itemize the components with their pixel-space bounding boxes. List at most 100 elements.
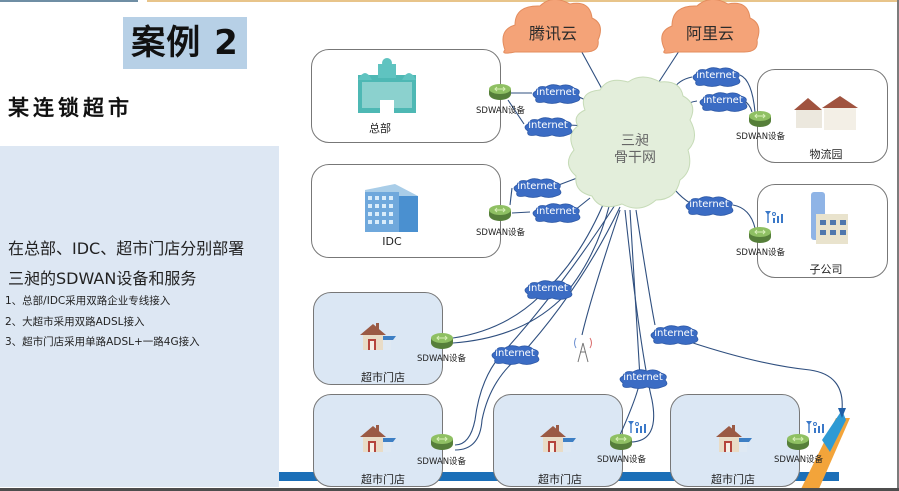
tencent-cloud-shape	[502, 0, 601, 54]
subtitle: 某连锁超市	[8, 96, 133, 120]
description-item-2: 2、大超市采用双路ADSL接入	[5, 316, 145, 328]
site-subsidiary-label: 子公司	[809, 263, 843, 276]
frame-border-right	[897, 0, 899, 491]
internet-label: internet	[517, 181, 557, 192]
store-house-icon	[714, 424, 754, 454]
internet-cloud-icon	[699, 92, 748, 112]
internet-label: internet	[703, 95, 743, 106]
internet-label: internet	[623, 372, 663, 383]
internet-label: internet	[696, 70, 736, 81]
sdwan-router-icon	[430, 433, 454, 451]
site-hq-label: 总部	[369, 122, 391, 135]
hq-building-icon	[358, 58, 416, 113]
internet-cloud: internet	[530, 84, 582, 104]
site-store-1-label: 超市门店	[361, 371, 405, 384]
description-line-1: 在总部、IDC、超市门店分别部署	[8, 239, 245, 258]
site-store-3-label: 超市门店	[538, 473, 582, 486]
internet-cloud: internet	[522, 117, 574, 137]
store-house-icon	[538, 424, 578, 454]
link-backbone-store4-inet	[635, 209, 656, 326]
aliyun-cloud-shape	[661, 0, 760, 54]
internet-label: internet	[536, 206, 576, 217]
internet-cloud-icon	[685, 196, 734, 216]
link-idc-inet1	[509, 187, 513, 206]
link-store3-inet	[619, 209, 641, 436]
internet-label: internet	[689, 199, 729, 210]
link-backbone-sub-inet	[674, 189, 691, 204]
sdwan-device-label: SDWAN设备	[417, 457, 467, 467]
link-idc-inet2	[511, 211, 531, 214]
internet-cloud: internet	[697, 92, 749, 112]
case-badge-background	[123, 17, 247, 69]
internet-cloud: internet	[617, 369, 669, 389]
internet-cloud: internet	[522, 280, 574, 300]
sdwan-device-label: SDWAN设备	[736, 132, 786, 142]
backbone-label-line1: 三昶	[621, 133, 649, 149]
internet-cloud-icon	[532, 84, 581, 104]
description-item-3: 3、超市门店采用单路ADSL+一路4G接入	[5, 336, 200, 348]
idc-building-icon	[365, 184, 418, 232]
sdwan-router-icon	[488, 83, 512, 101]
logistics-buildings-icon	[794, 96, 858, 130]
internet-cloud-icon	[532, 203, 581, 223]
sdwan-device-label: SDWAN设备	[417, 354, 467, 364]
signal-4g-icon	[627, 420, 651, 434]
sdwan-router-icon	[430, 332, 454, 350]
sdwan-router-icon	[488, 204, 512, 222]
sdwan-device-label: SDWAN设备	[476, 106, 526, 116]
sdwan-device-label: SDWAN设备	[597, 455, 647, 465]
sdwan-router-icon	[748, 226, 772, 244]
internet-cloud-icon	[524, 280, 573, 300]
store-house-icon	[358, 424, 398, 454]
store-house-icon	[358, 322, 398, 352]
signal-4g-icon	[764, 210, 788, 224]
site-idc-label: IDC	[382, 235, 402, 248]
tencent-cloud-label: 腾讯云	[528, 24, 577, 43]
internet-cloud-icon	[650, 325, 699, 345]
signal-4g-icon	[805, 420, 829, 434]
site-logistics-label: 物流园	[809, 148, 843, 161]
internet-cloud: internet	[489, 345, 541, 365]
link-store2-path1	[454, 204, 616, 446]
internet-label: internet	[654, 328, 694, 339]
internet-cloud-icon	[491, 345, 540, 365]
sdwan-device-label: SDWAN设备	[774, 455, 824, 465]
link-store4-inet-arrow	[689, 341, 843, 411]
top-accent-bar-right	[147, 0, 899, 2]
link-tower-backbone	[581, 209, 621, 336]
internet-label: internet	[528, 283, 568, 294]
sdwan-router-icon	[748, 110, 772, 128]
backbone-cloud-shape	[568, 76, 695, 209]
sdwan-device-label: SDWAN设备	[736, 248, 786, 258]
blue-accent-stripe	[822, 410, 846, 452]
internet-cloud-icon	[619, 369, 668, 389]
internet-label: internet	[528, 120, 568, 131]
site-store-4-label: 超市门店	[711, 473, 755, 486]
internet-cloud: internet	[690, 67, 742, 87]
sdwan-router-icon	[609, 433, 633, 451]
internet-cloud: internet	[648, 325, 700, 345]
internet-cloud-icon	[513, 178, 562, 198]
link-store1-path2	[452, 202, 611, 344]
description-line-2: 三昶的SDWAN设备和服务	[8, 269, 197, 288]
cell-tower-icon	[574, 337, 592, 363]
internet-label: internet	[495, 348, 535, 359]
link-sub-inet-dev	[732, 204, 756, 229]
sdwan-device-label: SDWAN设备	[476, 228, 526, 238]
frame-border-bottom	[0, 488, 899, 491]
backbone-label-line2: 骨干网	[614, 150, 656, 166]
internet-cloud: internet	[530, 203, 582, 223]
top-accent-bar-left	[0, 0, 138, 2]
link-hq-inet2	[507, 99, 525, 125]
internet-cloud: internet	[683, 196, 735, 216]
subsidiary-building-icon	[811, 192, 848, 244]
site-store-2-label: 超市门店	[361, 473, 405, 486]
description-panel	[0, 146, 279, 487]
link-log-inet1-dev	[739, 74, 756, 113]
internet-label: internet	[536, 87, 576, 98]
description-item-1: 1、总部/IDC采用双路企业专线接入	[5, 295, 171, 307]
internet-cloud-icon	[692, 67, 741, 87]
case-title: 案例 2	[131, 23, 239, 63]
